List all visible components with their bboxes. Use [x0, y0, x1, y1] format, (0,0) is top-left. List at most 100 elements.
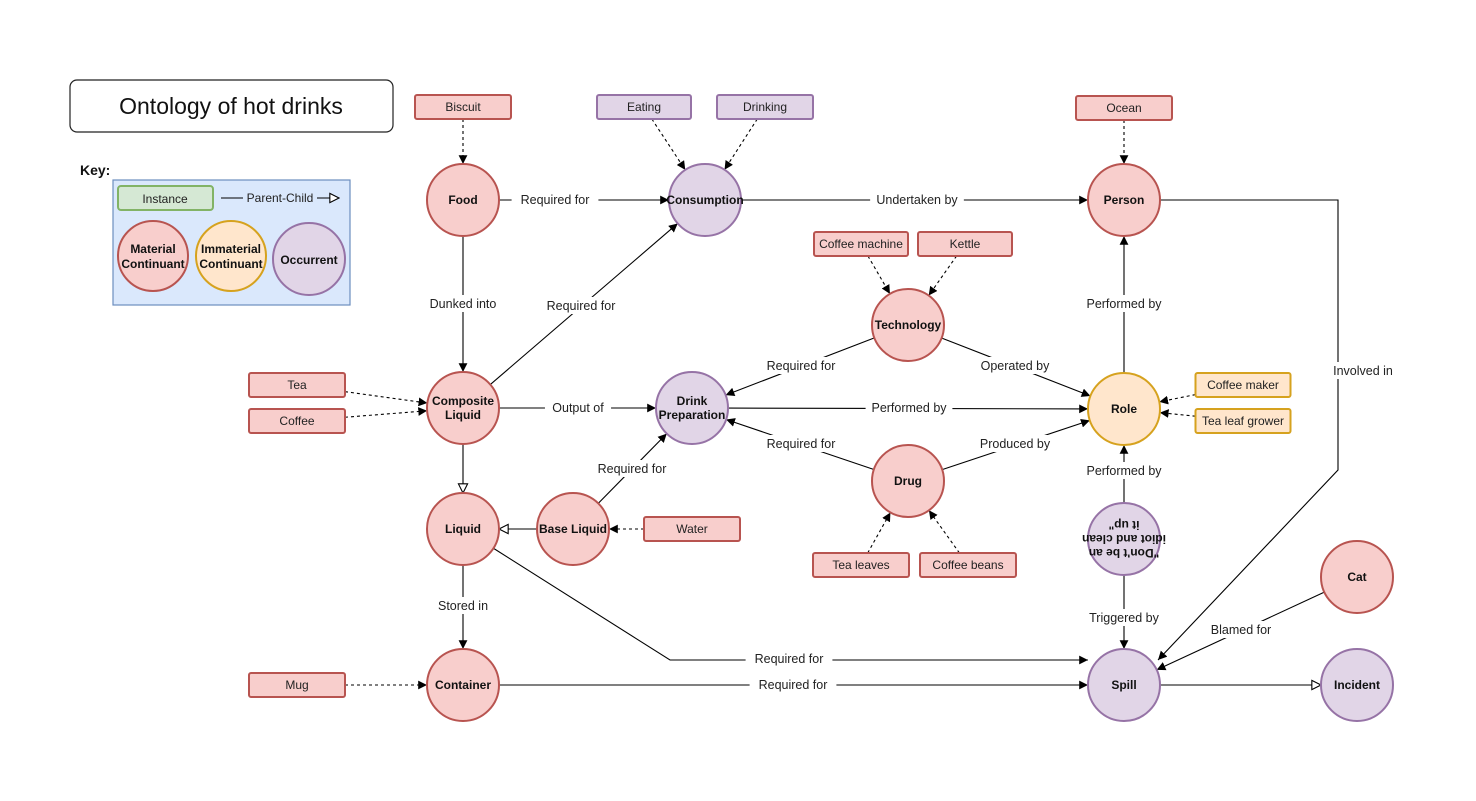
edge-label-person-spill: Involved in [1323, 362, 1403, 379]
edge-label-text: Required for [598, 462, 667, 476]
edge-label-bg [537, 297, 625, 314]
edge-label-liquid-spill: Required for [745, 650, 833, 667]
node-container: Container [426, 648, 500, 722]
edge-label-bg [423, 295, 503, 312]
node-person: Person [1087, 163, 1161, 237]
edge-label-text: Required for [759, 678, 828, 692]
edge-label-bg [511, 191, 599, 208]
edge-label-bg [745, 650, 833, 667]
key-material-label-1: Material [130, 242, 175, 256]
edge-label-text: Output of [552, 401, 604, 415]
node-circle-base-liquid [536, 492, 610, 566]
edge-label-container-spill: Required for [749, 676, 837, 693]
edge-label-text: Triggered by [1089, 611, 1159, 625]
instance-box-drinking [716, 94, 814, 120]
edge-label-bg [870, 191, 964, 208]
edge-kettle-technology [928, 255, 958, 296]
edge-label-bg [749, 676, 837, 693]
instance-label-tea: Tea [287, 378, 307, 392]
edge-label-bg [1323, 362, 1403, 379]
edge-label-role-person: Performed by [1080, 295, 1168, 312]
node-technology: Technology [871, 288, 945, 362]
instance-coffee-beans: Coffee beans [919, 552, 1017, 578]
key-material-label-2: Continuant [121, 257, 184, 271]
instance-box-tea [248, 372, 346, 398]
instance-tea-leaves: Tea leaves [812, 552, 910, 578]
key-instance-label: Instance [142, 192, 188, 206]
node-incident: Incident [1320, 648, 1394, 722]
instance-label-coffee-maker: Coffee maker [1207, 378, 1279, 392]
edge-label-text: Stored in [438, 599, 488, 613]
instance-label-coffee-beans: Coffee beans [932, 558, 1003, 572]
node-label-dont-be-idiot: it up" [1108, 518, 1139, 532]
edge-label-bg [544, 399, 612, 416]
instance-box-coffee-beans [919, 552, 1017, 578]
edge-label-bg [1204, 621, 1278, 638]
instance-label-biscuit: Biscuit [445, 100, 481, 114]
edge-label-text: Required for [547, 299, 616, 313]
node-label-dont-be-idiot: "Don't be an [1089, 546, 1160, 560]
edge-label-bg [865, 399, 953, 416]
instance-box-tea-leaves [812, 552, 910, 578]
node-circle-role [1087, 372, 1161, 446]
edge-label-text: Produced by [980, 437, 1051, 451]
key-occurrent-circle [272, 222, 346, 296]
edge-label-bg [1080, 295, 1168, 312]
edge-label-text: Performed by [871, 401, 947, 415]
instance-biscuit: Biscuit [414, 94, 512, 120]
key-occurrent-label: Occurrent [280, 253, 337, 267]
edge-label-bg [757, 357, 845, 374]
instance-box-ocean [1075, 95, 1173, 121]
instance-box-mug [248, 672, 346, 698]
node-label-role: Role [1111, 402, 1137, 416]
edge-label-text: Performed by [1086, 297, 1162, 311]
edge-coffee-composite [344, 407, 428, 418]
key-immaterial-label-2: Continuant [199, 257, 262, 271]
edge-label-text: Performed by [1086, 464, 1162, 478]
node-label-drink-preparation: Drink [677, 394, 708, 408]
node-circle-liquid [426, 492, 500, 566]
instance-label-coffee: Coffee [279, 414, 314, 428]
node-circle-food [426, 163, 500, 237]
edge-label-bg [757, 435, 845, 452]
instance-tea-leaf-grower: Tea leaf grower [1194, 408, 1292, 434]
edge-label-text: Required for [767, 359, 836, 373]
node-cat: Cat [1320, 540, 1394, 614]
node-circle-consumption [668, 163, 742, 237]
instance-label-kettle: Kettle [950, 237, 981, 251]
edge-label-composite-consumption: Required for [537, 297, 625, 314]
instance-kettle: Kettle [917, 231, 1013, 257]
node-label-consumption: Consumption [666, 193, 743, 207]
instance-box-water [643, 516, 741, 542]
instance-label-mug: Mug [285, 678, 308, 692]
instance-box-coffee-maker [1194, 372, 1292, 398]
instance-label-water: Water [676, 522, 708, 536]
instance-mug: Mug [248, 672, 346, 698]
edge-drinking-consumption [724, 118, 758, 171]
instance-water: Water [643, 516, 741, 542]
instance-coffee: Coffee [248, 408, 346, 434]
edge-label-cat-spill: Blamed for [1204, 621, 1278, 638]
instance-label-drinking: Drinking [743, 100, 787, 114]
instance-drinking: Drinking [716, 94, 814, 120]
node-food: Food [426, 163, 500, 237]
node-label-spill: Spill [1111, 678, 1136, 692]
key-panel: Instance Parent-Child Material Continuan… [112, 179, 351, 306]
edge-label-liquid-container: Stored in [429, 597, 497, 614]
node-label-composite-liquid: Composite [432, 394, 494, 408]
edge-label-text: Required for [755, 652, 824, 666]
edge-label-food-consumption: Required for [511, 191, 599, 208]
instance-box-tea-leaf-grower [1194, 408, 1292, 434]
edge-label-text: Involved in [1333, 364, 1393, 378]
instance-eating: Eating [596, 94, 692, 120]
node-label-liquid: Liquid [445, 522, 481, 536]
edge-label-tech-drinkprep: Required for [757, 357, 845, 374]
instance-label-tea-leaf-grower: Tea leaf grower [1202, 414, 1284, 428]
node-spill: Spill [1087, 648, 1161, 722]
diagram-title: Ontology of hot drinks [119, 93, 343, 119]
edge-label-text: Dunked into [430, 297, 497, 311]
edge-coffeemaker-role [1159, 394, 1196, 405]
